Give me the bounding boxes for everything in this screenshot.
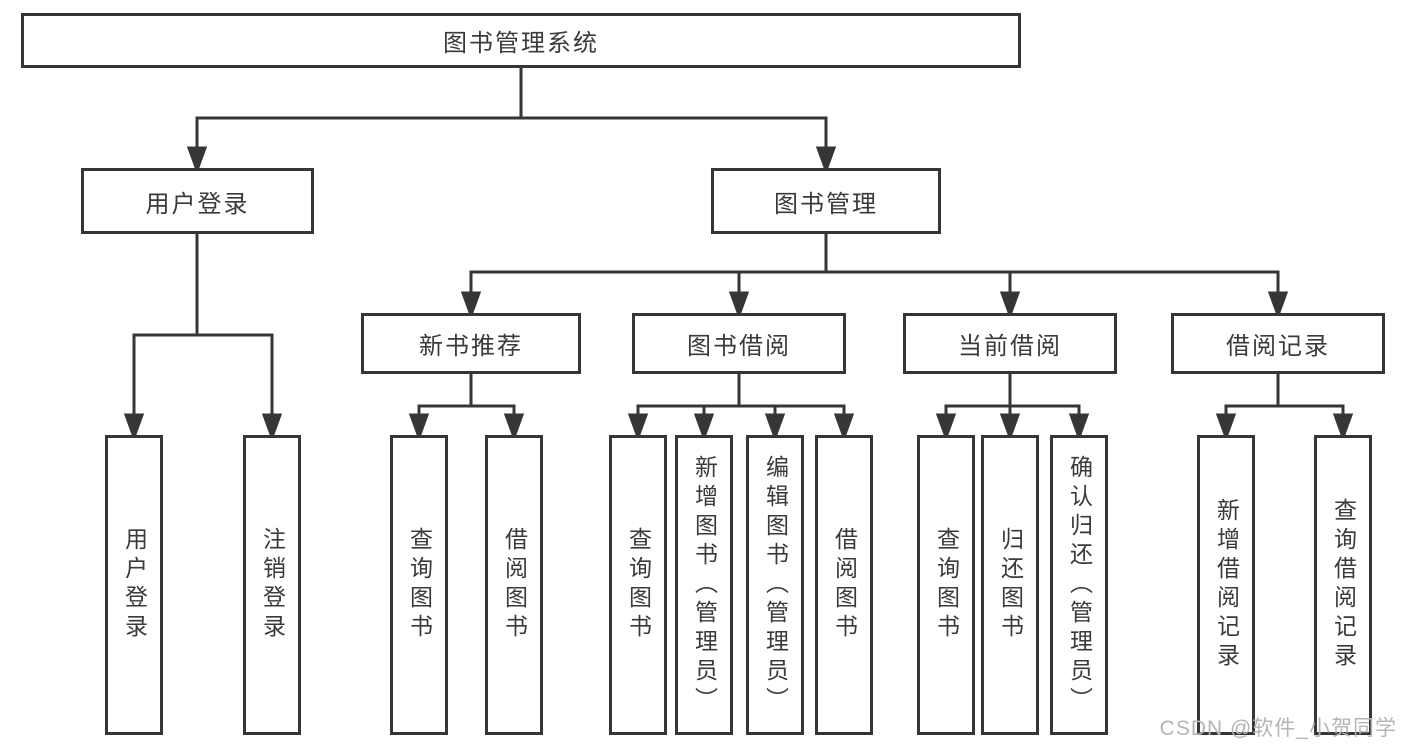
arrow-down-icon	[186, 146, 208, 175]
connector-borrow-records	[1215, 374, 1354, 442]
arrow-down-icon	[1215, 413, 1237, 442]
node-book-borrow: 图书借阅	[632, 313, 846, 374]
leaf-label: 新增图书（管理员）	[691, 454, 718, 716]
leaf-add-borrow-record: 新增借阅记录	[1197, 435, 1255, 735]
leaf-confirm-return-admin: 确认归还（管理员）	[1050, 435, 1108, 735]
leaf-recommend-query-books: 查询图书	[390, 435, 448, 735]
leaf-label: 借阅图书	[501, 527, 528, 643]
node-borrow-records: 借阅记录	[1171, 313, 1385, 374]
leaf-label: 借阅图书	[831, 527, 858, 643]
leaf-recommend-borrow-books: 借阅图书	[485, 435, 543, 735]
leaf-edit-books-admin: 编辑图书（管理员）	[746, 435, 804, 735]
arrow-down-icon	[261, 413, 283, 442]
connector-user-login	[123, 234, 283, 442]
leaf-label: 查询图书	[933, 527, 960, 643]
arrow-down-icon	[999, 291, 1021, 320]
node-current-borrow: 当前借阅	[903, 313, 1117, 374]
arrow-down-icon	[815, 146, 837, 175]
leaf-label: 查询图书	[406, 527, 433, 643]
leaf-query-borrow-record: 查询借阅记录	[1314, 435, 1372, 735]
arrow-down-icon	[1068, 413, 1090, 442]
leaf-logout-login: 注销登录	[243, 435, 301, 735]
leaf-user-login: 用户登录	[105, 435, 163, 735]
leaf-label: 新增借阅记录	[1213, 498, 1240, 672]
leaf-return-books: 归还图书	[981, 435, 1039, 735]
leaf-label: 用户登录	[121, 527, 148, 643]
arrow-down-icon	[460, 291, 482, 320]
arrow-down-icon	[123, 413, 145, 442]
leaf-borrow-books: 借阅图书	[815, 435, 873, 735]
arrow-down-icon	[999, 413, 1021, 442]
arrow-down-icon	[693, 413, 715, 442]
connector-book-management	[460, 234, 1289, 320]
node-user-login: 用户登录	[81, 168, 314, 234]
arrow-down-icon	[627, 413, 649, 442]
leaf-current-query-books: 查询图书	[917, 435, 975, 735]
arrow-down-icon	[408, 413, 430, 442]
arrow-down-icon	[728, 291, 750, 320]
leaf-borrow-query-books: 查询图书	[609, 435, 667, 735]
arrow-down-icon	[1332, 413, 1354, 442]
leaf-add-books-admin: 新增图书（管理员）	[675, 435, 733, 735]
arrow-down-icon	[935, 413, 957, 442]
arrow-down-icon	[833, 413, 855, 442]
leaf-label: 查询图书	[625, 527, 652, 643]
node-new-book-recommend: 新书推荐	[361, 313, 581, 374]
arrow-down-icon	[1267, 291, 1289, 320]
connector-current-borrow	[935, 374, 1090, 442]
leaf-label: 确认归还（管理员）	[1066, 454, 1093, 716]
connector-book-borrow	[627, 374, 855, 442]
leaf-label: 归还图书	[997, 527, 1024, 643]
arrow-down-icon	[503, 413, 525, 442]
arrow-down-icon	[764, 413, 786, 442]
node-root: 图书管理系统	[21, 13, 1021, 68]
connector-root	[186, 68, 837, 175]
node-book-management: 图书管理	[711, 168, 941, 234]
leaf-label: 编辑图书（管理员）	[762, 454, 789, 716]
connector-new-book-recommend	[408, 374, 525, 442]
leaf-label: 查询借阅记录	[1330, 498, 1357, 672]
leaf-label: 注销登录	[259, 527, 286, 643]
